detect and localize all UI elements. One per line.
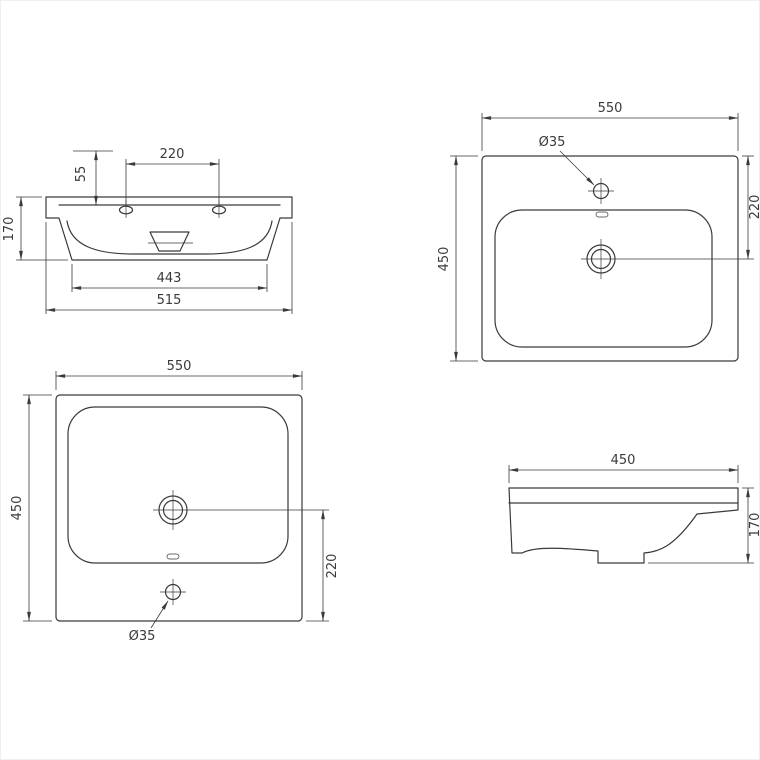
dim-170-text: 170	[748, 513, 760, 538]
drain-trap	[149, 231, 190, 252]
dim-550-text: 550	[167, 359, 192, 374]
dim-220-text: 220	[748, 195, 760, 220]
dim-170-extensions	[16, 196, 68, 261]
dim-450-text: 450	[611, 453, 636, 468]
dim-515-extensions	[45, 222, 293, 314]
dim-220-text: 220	[160, 147, 185, 162]
dim-220-extensions	[125, 159, 220, 204]
dim-550-text: 550	[598, 101, 623, 116]
side-view: 450 170	[508, 453, 760, 564]
dim-450-text: 450	[437, 247, 452, 272]
dim-450-extensions	[508, 465, 739, 483]
dim-tap-hole-text: Ø35	[129, 629, 156, 644]
dim-450-extensions	[23, 394, 52, 622]
dim-tap-hole-text: Ø35	[539, 135, 566, 150]
basin-outer-rect	[481, 155, 739, 362]
dim-550-extensions	[481, 113, 739, 151]
dim-450-extensions	[450, 155, 478, 362]
side-profile	[508, 487, 739, 564]
dim-515-text: 515	[157, 293, 182, 308]
plan-view-top: Ø35 550 450 220	[437, 101, 760, 362]
basin-outer-rect	[55, 394, 303, 622]
overflow-slot	[166, 553, 180, 560]
tap-hole-centerlines	[588, 178, 614, 204]
dim-450-text: 450	[10, 496, 25, 521]
dim-55-text: 55	[74, 166, 89, 183]
plan-view-bottom: Ø35 550 450 220	[10, 359, 340, 644]
dim-220-text: 220	[325, 554, 340, 579]
overflow-slot	[595, 211, 609, 218]
dim-170-text: 170	[2, 217, 17, 242]
tap-hole-leader	[150, 600, 169, 629]
basin-inner-profile	[66, 220, 273, 255]
tap-hole-centerlines	[125, 200, 220, 218]
basin-bowl-rect	[67, 406, 289, 564]
tap-hole-leader	[559, 150, 595, 186]
dim-443-text: 443	[157, 271, 182, 286]
tap-hole-centerlines	[160, 579, 186, 605]
basin-outer-profile	[45, 196, 293, 261]
front-view: 55 220 170 443 515	[2, 147, 293, 314]
basin-bowl-rect	[494, 209, 713, 348]
